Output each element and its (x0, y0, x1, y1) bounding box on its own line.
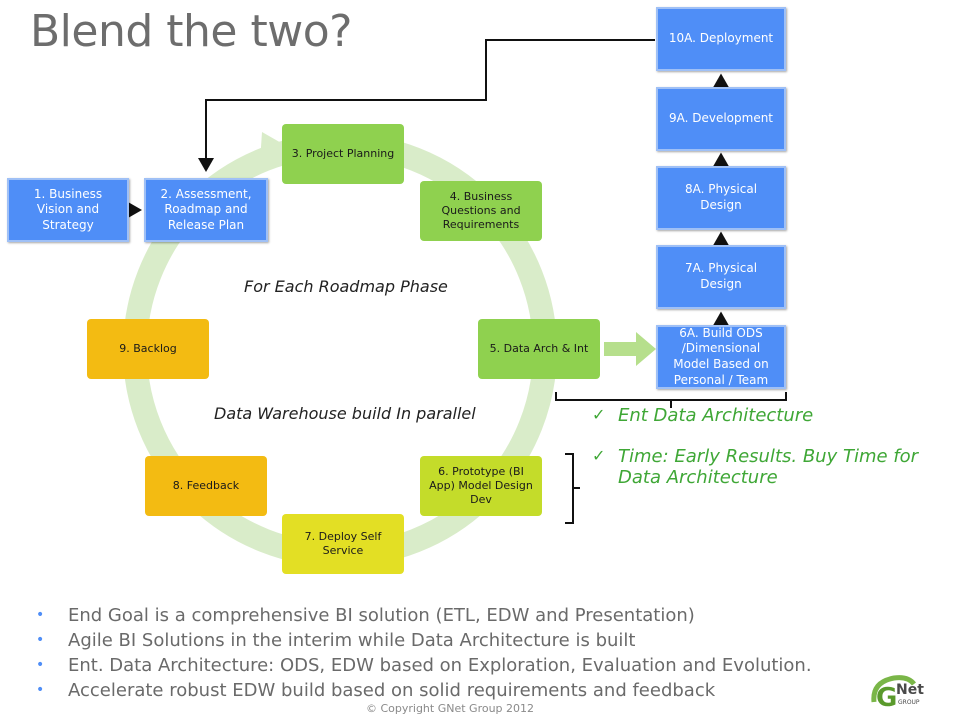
step-2-assessment: 2. Assessment, Roadmap and Release Plan (144, 178, 268, 242)
svg-text:Net: Net (896, 682, 924, 698)
dw-step-9a: 9A. Development (656, 87, 786, 151)
slide-title: Blend the two? (30, 6, 353, 57)
note-item: ✓ Ent Data Architecture (592, 405, 932, 426)
bracket-horizontal (555, 392, 787, 408)
step-8-feedback: 8. Feedback (145, 456, 267, 516)
step-9-backlog: 9. Backlog (87, 319, 209, 379)
bullet-list: • End Goal is a comprehensive BI solutio… (36, 603, 856, 703)
note-text: Ent Data Architecture (618, 405, 814, 426)
bullet-item: • End Goal is a comprehensive BI solutio… (36, 603, 856, 628)
bullet-text: Agile BI Solutions in the interim while … (68, 630, 636, 651)
note-list: ✓ Ent Data Architecture ✓ Time: Early Re… (592, 405, 932, 504)
label-dw-parallel: Data Warehouse build In parallel (214, 404, 476, 423)
step-4-label: 4. Business Questions and Requirements (441, 189, 521, 232)
dw-step-8a: 8A. Physical Design (656, 166, 786, 230)
dw-step-6a-label: 6A. Build ODS /Dimensional Model Based o… (673, 325, 769, 387)
bullet-icon: • (36, 632, 45, 648)
step-8-label: 8. Feedback (172, 478, 240, 492)
check-icon: ✓ (592, 405, 606, 424)
bullet-icon: • (36, 682, 45, 698)
green-block-arrow (604, 332, 656, 366)
step-7-deploy: 7. Deploy Self Service (282, 514, 404, 574)
copyright-text: © Copyright GNet Group 2012 (365, 702, 535, 715)
step-6-prototype: 6. Prototype (BI App) Model Design Dev (420, 456, 542, 516)
check-icon: ✓ (592, 446, 606, 465)
svg-text:G: G (876, 683, 897, 713)
dw-step-7a-label: 7A. Physical Design (684, 261, 758, 291)
dw-step-9a-label: 9A. Development (668, 111, 774, 126)
dw-step-7a: 7A. Physical Design (656, 245, 786, 309)
step-5-label: 5. Data Arch & Int (489, 341, 589, 355)
step-3-project-planning: 3. Project Planning (282, 124, 404, 184)
connector-deployment-to-assessment (198, 39, 655, 172)
step-4-business-questions: 4. Business Questions and Requirements (420, 181, 542, 241)
step-7-label: 7. Deploy Self Service (304, 529, 382, 557)
dw-step-6a: 6A. Build ODS /Dimensional Model Based o… (656, 325, 786, 389)
note-item: ✓ Time: Early Results. Buy Time for Data… (592, 446, 932, 488)
step-5-data-arch: 5. Data Arch & Int (478, 319, 600, 379)
gnet-logo-icon: G Net GROUP (871, 675, 924, 713)
bullet-icon: • (36, 657, 45, 673)
step-2-label: 2. Assessment, Roadmap and Release Plan (160, 186, 252, 232)
bullet-text: Accelerate robust EDW build based on sol… (68, 680, 716, 701)
bullet-item: • Ent. Data Architecture: ODS, EDW based… (36, 653, 856, 678)
dw-step-8a-label: 8A. Physical Design (684, 182, 758, 212)
step-1-label: 1. Business Vision and Strategy (33, 186, 103, 232)
bullet-item: • Accelerate robust EDW build based on s… (36, 678, 856, 703)
bullet-icon: • (36, 607, 45, 623)
label-roadmap-phase: For Each Roadmap Phase (244, 277, 448, 296)
dw-step-10a-label: 10A. Deployment (668, 31, 774, 46)
bracket-vertical (565, 453, 580, 524)
step-1-business-vision: 1. Business Vision and Strategy (7, 178, 129, 242)
note-text: Time: Early Results. Buy Time for Data A… (618, 446, 919, 488)
dw-step-10a: 10A. Deployment (656, 7, 786, 71)
cycle-ring-arrowhead (260, 132, 290, 162)
step-6-label: 6. Prototype (BI App) Model Design Dev (429, 464, 533, 507)
step-3-label: 3. Project Planning (291, 146, 395, 160)
step-9-label: 9. Backlog (119, 341, 177, 355)
svg-text:GROUP: GROUP (898, 699, 920, 706)
bullet-text: Ent. Data Architecture: ODS, EDW based o… (68, 655, 812, 676)
bullet-item: • Agile BI Solutions in the interim whil… (36, 628, 856, 653)
bullet-text: End Goal is a comprehensive BI solution … (68, 605, 695, 626)
